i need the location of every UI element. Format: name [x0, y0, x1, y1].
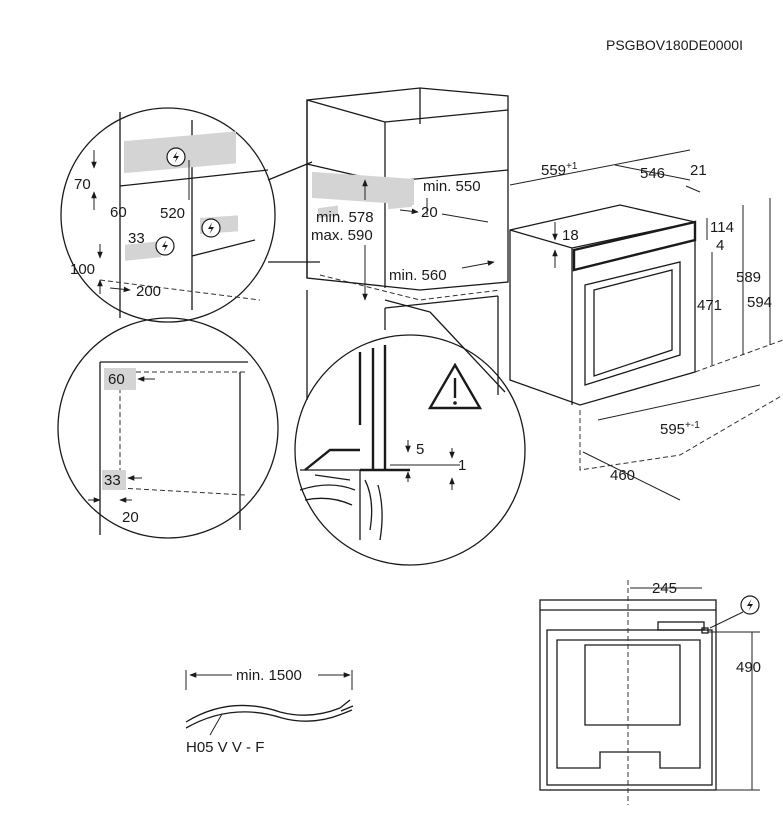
oven-dimensions: 559+1 546 21 18 114 4 471 589 594 595+-1…: [509, 149, 772, 501]
dim-595: 595+-1: [660, 420, 700, 438]
detail-circle-middle: 60 33 20: [57, 317, 279, 539]
power-cable: min. 1500 H05 V V - F: [185, 667, 354, 756]
electric-hazard-icon: [166, 147, 186, 167]
niche-dimensions: min. 550 20 min. 578 max. 590 min. 560: [311, 178, 495, 301]
dim-min-578: min. 578: [316, 209, 374, 226]
cable-type-label: H05 V V - F: [186, 739, 264, 756]
document-code: PSGBOV180DE0000I: [606, 37, 743, 53]
cabinet-niche: [306, 87, 509, 400]
dim-100: 100: [70, 261, 95, 278]
dim-589: 589: [736, 269, 761, 286]
dim-559: 559+1: [541, 161, 578, 179]
dim-min-560: min. 560: [389, 267, 447, 284]
detail-circle-bottom: 5 1: [294, 299, 526, 566]
dim-33-mid: 33: [104, 472, 121, 489]
dim-460: 460: [610, 467, 635, 484]
dim-546: 546: [640, 165, 665, 182]
dim-520: 520: [160, 205, 185, 222]
oven-rear-view: 245 490: [539, 580, 761, 805]
electric-hazard-icon: [201, 218, 221, 238]
electric-hazard-icon: [155, 236, 175, 256]
dim-cable-length: min. 1500: [236, 667, 302, 684]
dim-max-590: max. 590: [311, 227, 373, 244]
detail-circle-top: 70 60 520 33 100 200: [60, 107, 276, 323]
dim-5: 5: [416, 441, 424, 458]
dim-min-550: min. 550: [423, 178, 481, 195]
dim-4: 4: [716, 237, 724, 254]
dim-18: 18: [562, 227, 579, 244]
dim-245: 245: [652, 580, 677, 597]
dim-471: 471: [697, 297, 722, 314]
dim-1: 1: [458, 457, 466, 474]
oven-body: [509, 204, 783, 471]
dim-490: 490: [736, 659, 761, 676]
dim-21: 21: [690, 162, 707, 179]
dim-200: 200: [136, 283, 161, 300]
dim-60-top: 60: [110, 204, 127, 221]
dim-60-mid: 60: [108, 371, 125, 388]
dim-20-niche: 20: [421, 204, 438, 221]
dim-594: 594: [747, 294, 772, 311]
dim-33-top: 33: [128, 230, 145, 247]
dim-20-mid: 20: [122, 509, 139, 526]
dim-114: 114: [710, 219, 734, 236]
warning-triangle-icon: [427, 362, 483, 410]
dim-70: 70: [74, 176, 91, 193]
electric-hazard-icon: [740, 595, 760, 615]
